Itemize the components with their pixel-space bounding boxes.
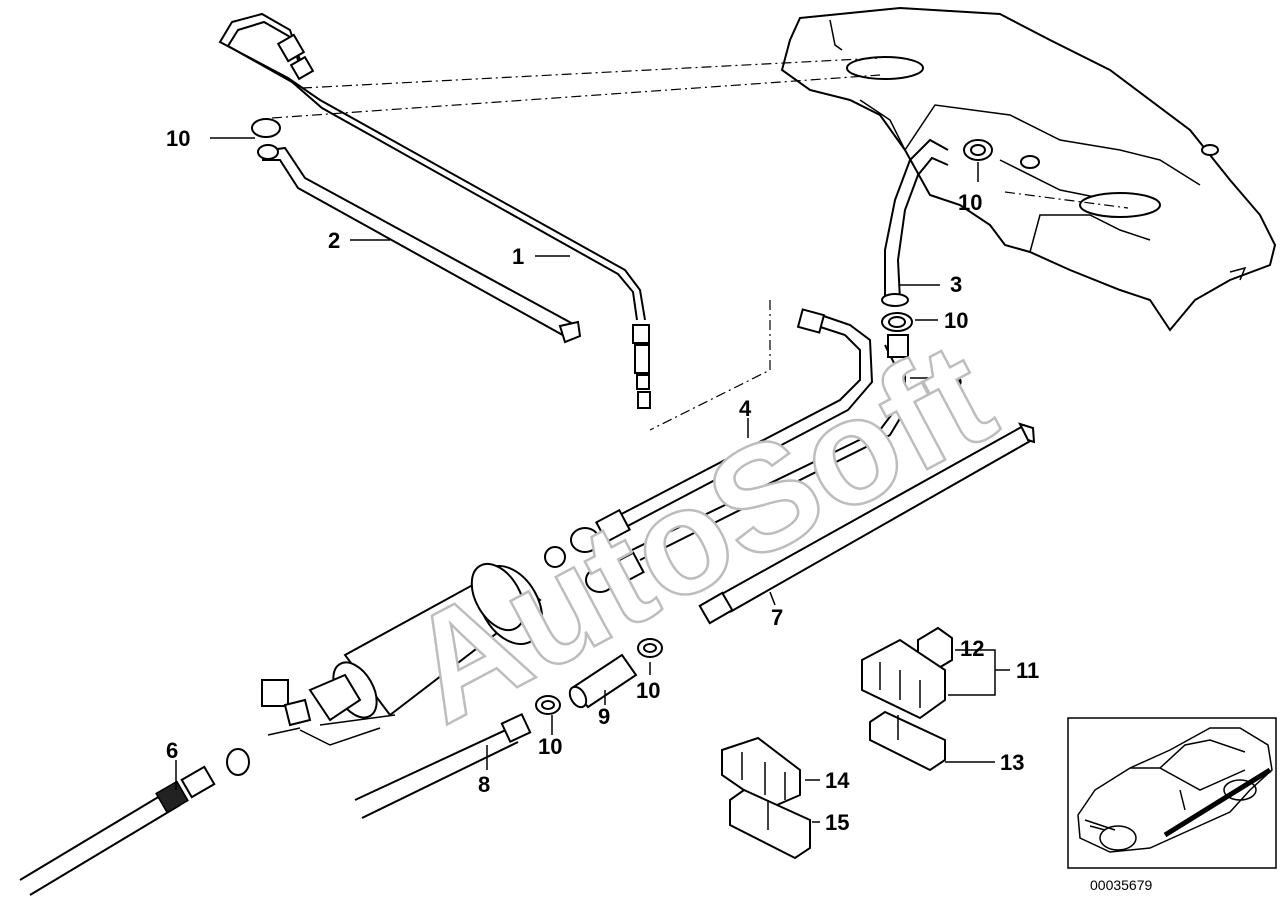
callout-numbers: 1 2 3 4 5 6 7 8 9 10 10 10 10 10 11 12 1… xyxy=(166,126,1039,835)
hose-clamp-10-a[interactable] xyxy=(251,118,281,160)
clip-holder-11[interactable] xyxy=(861,638,946,720)
hose-clamp-10-d[interactable] xyxy=(637,638,663,658)
car-outline-icon xyxy=(1077,727,1273,853)
charcoal-canister[interactable] xyxy=(261,555,555,746)
callout-15[interactable]: 15 xyxy=(825,810,849,835)
callout-5[interactable]: 5 xyxy=(950,367,962,392)
hose-clamp-10-e[interactable] xyxy=(535,695,561,715)
diagram-number: 00035679 xyxy=(1090,877,1153,893)
callout-10-d[interactable]: 10 xyxy=(636,678,660,703)
callout-11[interactable]: 11 xyxy=(1016,658,1039,683)
clip-bracket-15[interactable] xyxy=(729,788,811,860)
car-locator-inset xyxy=(1067,717,1277,869)
callout-9[interactable]: 9 xyxy=(598,704,610,729)
callout-8[interactable]: 8 xyxy=(478,772,490,797)
callout-13[interactable]: 13 xyxy=(1000,750,1024,775)
fuel-line-4[interactable] xyxy=(544,308,874,568)
callout-12[interactable]: 12 xyxy=(960,636,984,661)
hose-clamp-10-c[interactable] xyxy=(881,312,913,332)
callout-14[interactable]: 14 xyxy=(825,768,850,793)
callout-1[interactable]: 1 xyxy=(512,244,524,269)
callout-7[interactable]: 7 xyxy=(771,605,783,630)
hose-3[interactable] xyxy=(881,138,949,307)
callout-10-c[interactable]: 10 xyxy=(944,308,968,333)
clip-bracket-13[interactable] xyxy=(869,710,946,772)
fuel-line-7[interactable] xyxy=(698,422,1036,625)
callout-6[interactable]: 6 xyxy=(166,738,178,763)
hose-clamp-10-b[interactable] xyxy=(963,139,993,161)
clip-holder-14[interactable] xyxy=(721,736,801,810)
callout-10-b[interactable]: 10 xyxy=(958,190,982,215)
callout-2[interactable]: 2 xyxy=(328,228,340,253)
callout-4[interactable]: 4 xyxy=(739,396,752,421)
callout-10-e[interactable]: 10 xyxy=(538,734,562,759)
hose-2[interactable] xyxy=(262,146,582,344)
fuel-line-8[interactable] xyxy=(354,712,532,819)
fuel-line-6[interactable] xyxy=(19,748,250,896)
hose-9[interactable] xyxy=(566,653,638,710)
assembly-guide-lines xyxy=(271,57,1129,431)
fuel-tank[interactable] xyxy=(780,6,1277,332)
fuel-line-1[interactable] xyxy=(218,12,651,409)
fuel-line-location-marker xyxy=(1163,767,1272,838)
callout-leaders xyxy=(175,137,1010,823)
callout-3[interactable]: 3 xyxy=(950,272,962,297)
fuel-line-5[interactable] xyxy=(567,334,909,608)
callout-10-a[interactable]: 10 xyxy=(166,126,190,151)
